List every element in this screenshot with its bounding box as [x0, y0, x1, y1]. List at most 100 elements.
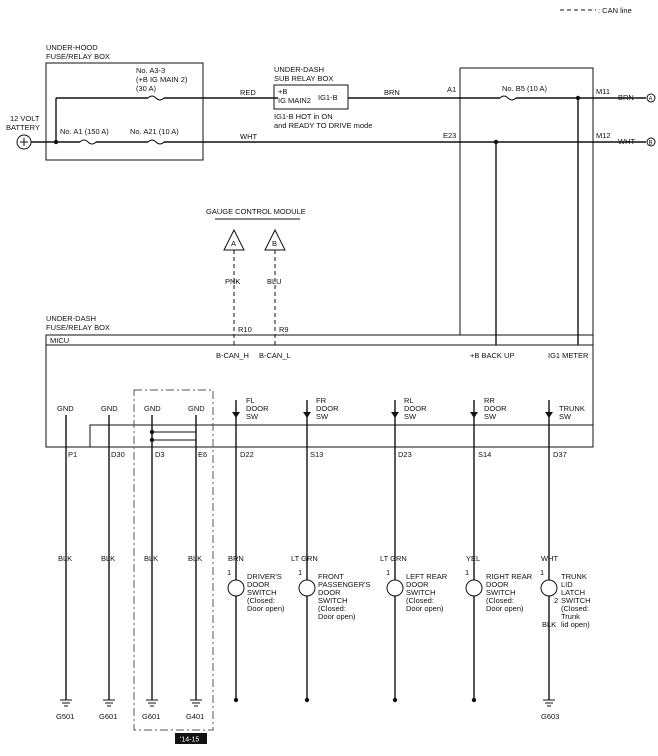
rr-door-switch-circuit: RR DOOR SW S14 YEL 1 RIGHT REAR DOOR SWI…	[465, 396, 533, 703]
sub-relay-inner-2: IG MAIN2	[278, 96, 311, 105]
switch-2-line-4: Door open)	[406, 604, 444, 613]
switch-1-line-5: Door open)	[318, 612, 356, 621]
pin-d37: D37	[553, 450, 567, 459]
switch-input-rr-l2: DOOR	[484, 404, 507, 413]
switch-input-rl-l1: RL	[404, 396, 414, 405]
gnd-top-1: GND	[101, 404, 118, 413]
pin-s14: S14	[478, 450, 491, 459]
pin-s13: S13	[310, 450, 323, 459]
gauge-title: GAUGE CONTROL MODULE	[206, 207, 306, 216]
switch-num-3: 1	[465, 568, 469, 577]
ground-symbol-g601-a	[103, 699, 115, 707]
switch-input-trunk-l2: SW	[559, 412, 572, 421]
sub-relay-title-2: SUB RELAY BOX	[274, 74, 333, 83]
switch-input-fr-l1: FR	[316, 396, 327, 405]
wire-brn-label-2: BRN	[618, 93, 634, 102]
switch-wire-color-1: LT GRN	[291, 554, 318, 563]
switch-num-2: 1	[386, 568, 390, 577]
pin-gnd-0: P1	[68, 450, 77, 459]
under-dash-fuse-box: UNDER-DASH FUSE/RELAY BOX MICU B-CAN_H B…	[45, 314, 594, 448]
fuse-b5-label: No. B5 (10 A)	[502, 84, 548, 93]
front-passenger-door-switch-symbol	[298, 579, 316, 597]
battery-label-1: 12 VOLT	[10, 114, 40, 123]
fuse-a21-symbol	[147, 139, 165, 145]
gnd-top-0: GND	[57, 404, 74, 413]
gnd-wire-color-0: BLK	[58, 554, 72, 563]
ground-symbol-g603	[543, 699, 555, 707]
offpage-b-label: B	[649, 141, 653, 147]
switch-input-fl-l1: FL	[246, 396, 255, 405]
gauge-b-label: B	[272, 239, 277, 248]
switch-input-rr-l3: SW	[484, 412, 497, 421]
switch-input-fr-l2: DOOR	[316, 404, 339, 413]
connector-m11: M11	[596, 87, 610, 96]
switch-wire-color-3: YEL	[466, 554, 480, 563]
switch-4-line-2: LATCH	[561, 588, 585, 597]
switch-num-0: 1	[227, 568, 231, 577]
legend-can-line: : CAN line	[598, 6, 632, 15]
sub-relay-note-2: and READY TO DRIVE mode	[274, 121, 372, 130]
backup-label: +B BACK UP	[470, 351, 514, 360]
switch-num-1: 1	[298, 568, 302, 577]
battery-label-2: BATTERY	[6, 123, 40, 132]
switch-wire-color-2: LT GRN	[380, 554, 407, 563]
power-wires: RED WHT	[31, 88, 460, 145]
fuse-a3-label-2: (+B IG MAIN 2)	[136, 75, 188, 84]
offpage-a-label: A	[649, 97, 653, 103]
switch-4-line-6: lid open)	[561, 620, 590, 629]
ig1-meter-label: IG1 METER	[548, 351, 589, 360]
switch-1-line-0: FRONT	[318, 572, 344, 581]
under-hood-title-1: UNDER-HOOD	[46, 43, 98, 52]
gnd-wire-color-3: BLK	[188, 554, 202, 563]
offpage-b-symbol	[646, 137, 656, 147]
switch-4-line-3: SWITCH	[561, 596, 591, 605]
switch-4-line-4: (Closed:	[561, 604, 589, 613]
switch-circuits: FL DOOR SW D22 BRN 1 DRIVER'S DOOR SWITC…	[227, 396, 591, 703]
switch-num-4: 1	[540, 568, 544, 577]
under-hood-box-outline	[45, 62, 204, 161]
wire-wht-label-1: WHT	[240, 132, 257, 141]
switch-wire-color-4: WHT	[541, 554, 558, 563]
pin-gnd-2: D3	[155, 450, 165, 459]
sub-relay-inner-1: +B	[278, 87, 287, 96]
gnd-wire-color-1: BLK	[101, 554, 115, 563]
wire-wht-label-2: WHT	[618, 137, 635, 146]
switch-2-line-1: DOOR	[406, 580, 429, 589]
ground-symbols: G501 G601 G601 G401 G603	[56, 699, 559, 721]
wire-pnk-label: PNK	[225, 277, 240, 286]
switch-1-line-3: SWITCH	[318, 596, 348, 605]
ground-label-1: G601	[99, 712, 117, 721]
switch-input-fr-l3: SW	[316, 412, 329, 421]
micu-upper-outline	[459, 67, 594, 335]
switch-2-line-3: (Closed:	[406, 596, 434, 605]
bcan-h-label: B-CAN_H	[216, 351, 249, 360]
pin-gnd-1: D30	[111, 450, 125, 459]
battery: 12 VOLT BATTERY	[6, 114, 40, 150]
switch-0-line-4: Door open)	[247, 604, 285, 613]
ground-symbol-g501	[60, 699, 72, 707]
legend: : CAN line	[560, 6, 632, 15]
drivers-door-switch-symbol	[227, 579, 245, 597]
ground-symbol-g601-b	[146, 699, 158, 707]
switch-input-rl-l3: SW	[404, 412, 417, 421]
micu-box-outline	[45, 334, 594, 448]
switch-4-line-5: Trunk	[561, 612, 580, 621]
fuse-a3-label-3: (30 A)	[136, 84, 157, 93]
fuse-a3-label-1: No. A3-3	[136, 66, 165, 75]
pin-d23: D23	[398, 450, 412, 459]
ground-label-3: G401	[186, 712, 204, 721]
switch-0-line-3: (Closed:	[247, 596, 275, 605]
switch-0-line-2: SWITCH	[247, 588, 277, 597]
connector-r9: R9	[279, 325, 289, 334]
dash-box-title-2: FUSE/RELAY BOX	[46, 323, 110, 332]
switch-input-fl-l3: SW	[246, 412, 259, 421]
sub-relay-out: IG1-B	[318, 93, 338, 102]
switch-input-rl-l2: DOOR	[404, 404, 427, 413]
ground-label-2: G601	[142, 712, 160, 721]
trunk-gnd-wire-color: BLK	[542, 620, 556, 629]
year-tag-label: '14-15	[180, 737, 199, 744]
right-rear-door-switch-symbol	[465, 579, 483, 597]
micu-label: MICU	[50, 336, 69, 345]
ground-label-0: G501	[56, 712, 74, 721]
